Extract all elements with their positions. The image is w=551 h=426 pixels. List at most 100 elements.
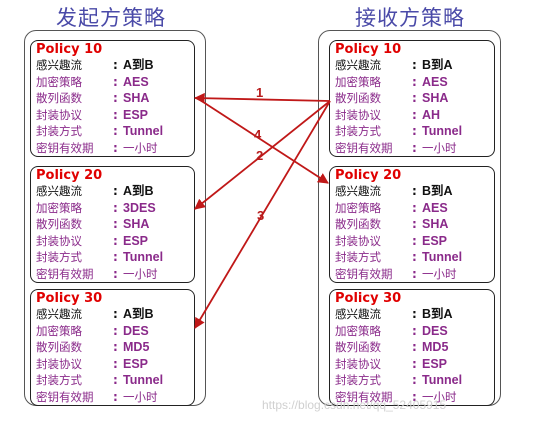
policy-name: Policy 20 bbox=[335, 168, 402, 183]
param-value: 一小时 bbox=[123, 140, 158, 155]
param-value: A到B bbox=[123, 307, 154, 321]
param-colon: : bbox=[412, 250, 417, 265]
param-key: 感兴趣流 bbox=[36, 184, 82, 198]
arrow-label-3: 3 bbox=[257, 208, 264, 223]
policy-param-row: 散列函数:MD5 bbox=[335, 339, 494, 356]
param-value: A到B bbox=[123, 184, 154, 198]
param-key: 密钥有效期 bbox=[36, 389, 94, 404]
policy-param-row: 封装协议:ESP bbox=[335, 356, 494, 373]
param-colon: : bbox=[113, 356, 118, 371]
param-value: ESP bbox=[123, 107, 149, 122]
policy-param-row: 加密策略: AES bbox=[335, 200, 494, 217]
param-key: 感兴趣流 bbox=[335, 307, 381, 321]
param-key: 封装协议 bbox=[36, 356, 82, 371]
param-colon: : bbox=[412, 233, 417, 248]
param-colon: : bbox=[113, 250, 118, 265]
param-colon: : bbox=[412, 200, 417, 215]
param-colon: : bbox=[412, 107, 417, 122]
param-key: 加密策略 bbox=[335, 323, 381, 338]
param-colon: : bbox=[113, 58, 118, 72]
policy-param-row: 封装协议:AH bbox=[335, 107, 494, 124]
policy-param-row: 密钥有效期:一小时 bbox=[335, 389, 494, 406]
param-value: Tunnel bbox=[422, 373, 463, 388]
param-value: SHA bbox=[123, 91, 150, 106]
param-key: 密钥有效期 bbox=[36, 140, 94, 155]
policy-param-row: 密钥有效期:一小时 bbox=[335, 140, 494, 157]
policy-param-row: 密钥有效期:一小时 bbox=[36, 389, 194, 406]
param-value: 3DES bbox=[123, 200, 156, 215]
param-value: SHA bbox=[123, 217, 150, 232]
param-value: DES bbox=[422, 323, 448, 338]
param-key: 封装方式 bbox=[335, 250, 381, 265]
param-colon: : bbox=[412, 124, 417, 139]
param-key: 加密策略 bbox=[335, 74, 381, 89]
arrow-label-1: 1 bbox=[256, 85, 263, 100]
policy-param-row: 感兴趣流: A到B bbox=[36, 306, 194, 323]
param-key: 密钥有效期 bbox=[335, 266, 393, 281]
policy-param-row: 封装方式:Tunnel bbox=[36, 372, 194, 389]
policy-param-row: 感兴趣流:B到A bbox=[335, 57, 494, 74]
policy-param-row: 加密策略:AES bbox=[36, 74, 194, 91]
param-value: MD5 bbox=[422, 340, 449, 355]
param-colon: : bbox=[412, 389, 417, 404]
param-value: SHA bbox=[422, 91, 449, 106]
policy-param-row: 加密策略:3DES bbox=[36, 200, 194, 217]
policy-param-row: 加密策略:DES bbox=[36, 323, 194, 340]
responder-title: 接收方策略 bbox=[355, 6, 465, 30]
param-value: AES bbox=[422, 200, 448, 215]
param-value: SHA bbox=[422, 217, 449, 232]
param-value: ESP bbox=[422, 233, 448, 248]
param-value: ESP bbox=[422, 356, 448, 371]
policy-param-row: 封装协议: ESP bbox=[36, 356, 194, 373]
param-colon: : bbox=[412, 323, 417, 338]
param-key: 感兴趣流 bbox=[36, 307, 82, 321]
param-colon: : bbox=[113, 323, 118, 338]
policy-param-row: 感兴趣流:B到A bbox=[335, 183, 494, 200]
param-value: 一小时 bbox=[123, 266, 158, 281]
policy-param-row: 密钥有效期:一小时 bbox=[335, 266, 494, 283]
param-colon: : bbox=[113, 200, 118, 215]
param-key: 封装协议 bbox=[335, 233, 381, 248]
policy-name: Policy 30 bbox=[36, 291, 103, 306]
param-value: ESP bbox=[123, 233, 149, 248]
param-key: 封装方式 bbox=[335, 373, 381, 388]
param-key: 感兴趣流 bbox=[335, 58, 381, 72]
arrow-2 bbox=[194, 100, 331, 210]
param-key: 散列函数 bbox=[335, 217, 381, 232]
policy-param-row: 感兴趣流:A到B bbox=[36, 183, 194, 200]
param-colon: : bbox=[113, 266, 118, 281]
param-colon: : bbox=[113, 340, 118, 355]
param-key: 密钥有效期 bbox=[36, 266, 94, 281]
param-key: 散列函数 bbox=[36, 217, 82, 232]
param-value: B到A bbox=[422, 307, 453, 321]
param-key: 加密策略 bbox=[335, 200, 381, 215]
param-key: 散列函数 bbox=[36, 340, 82, 355]
param-key: 散列函数 bbox=[335, 91, 381, 106]
param-value: ESP bbox=[123, 356, 149, 371]
param-value: 一小时 bbox=[123, 389, 158, 404]
param-value: 一小时 bbox=[422, 140, 457, 155]
policy-param-row: 密钥有效期: 一小时 bbox=[36, 266, 194, 283]
param-key: 感兴趣流 bbox=[36, 58, 82, 72]
param-key: 封装协议 bbox=[36, 107, 82, 122]
param-value: AES bbox=[123, 74, 149, 89]
policy-param-row: 散列函数:SHA bbox=[335, 216, 494, 233]
param-colon: : bbox=[113, 140, 118, 155]
param-colon: : bbox=[113, 91, 118, 106]
param-value: Tunnel bbox=[123, 250, 164, 265]
policy-param-row: 散列函数:SHA bbox=[36, 216, 194, 233]
param-colon: : bbox=[113, 307, 118, 321]
arrow-label-2: 2 bbox=[256, 148, 263, 163]
param-value: Tunnel bbox=[123, 124, 164, 139]
param-value: B到A bbox=[422, 184, 453, 198]
arrow-1 bbox=[193, 92, 331, 104]
param-colon: : bbox=[412, 266, 417, 281]
param-colon: : bbox=[412, 307, 417, 321]
param-key: 感兴趣流 bbox=[335, 184, 381, 198]
arrow-3 bbox=[194, 100, 331, 329]
policy-name: Policy 10 bbox=[335, 42, 402, 57]
